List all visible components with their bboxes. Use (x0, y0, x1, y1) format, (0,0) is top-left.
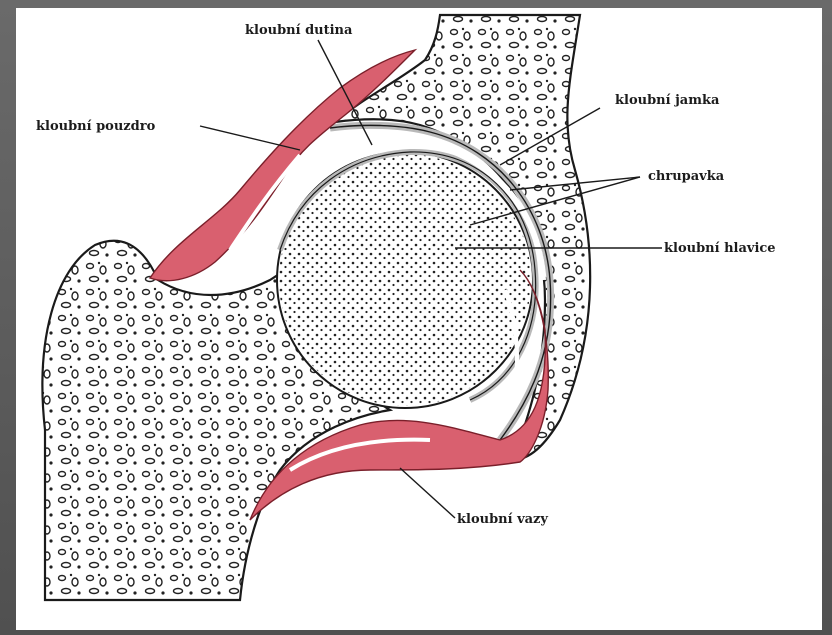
label-cartilage: chrupavka (648, 169, 725, 184)
label-femoral-head: kloubní hlavice (664, 241, 776, 256)
label-joint-capsule: kloubní pouzdro (36, 119, 156, 134)
label-joint-socket: kloubní jamka (615, 93, 720, 108)
leader-ligaments (400, 468, 455, 518)
label-joint-cavity: kloubní dutina (245, 23, 353, 38)
label-joint-ligaments: kloubní vazy (457, 512, 548, 527)
leader-capsule (200, 126, 300, 150)
